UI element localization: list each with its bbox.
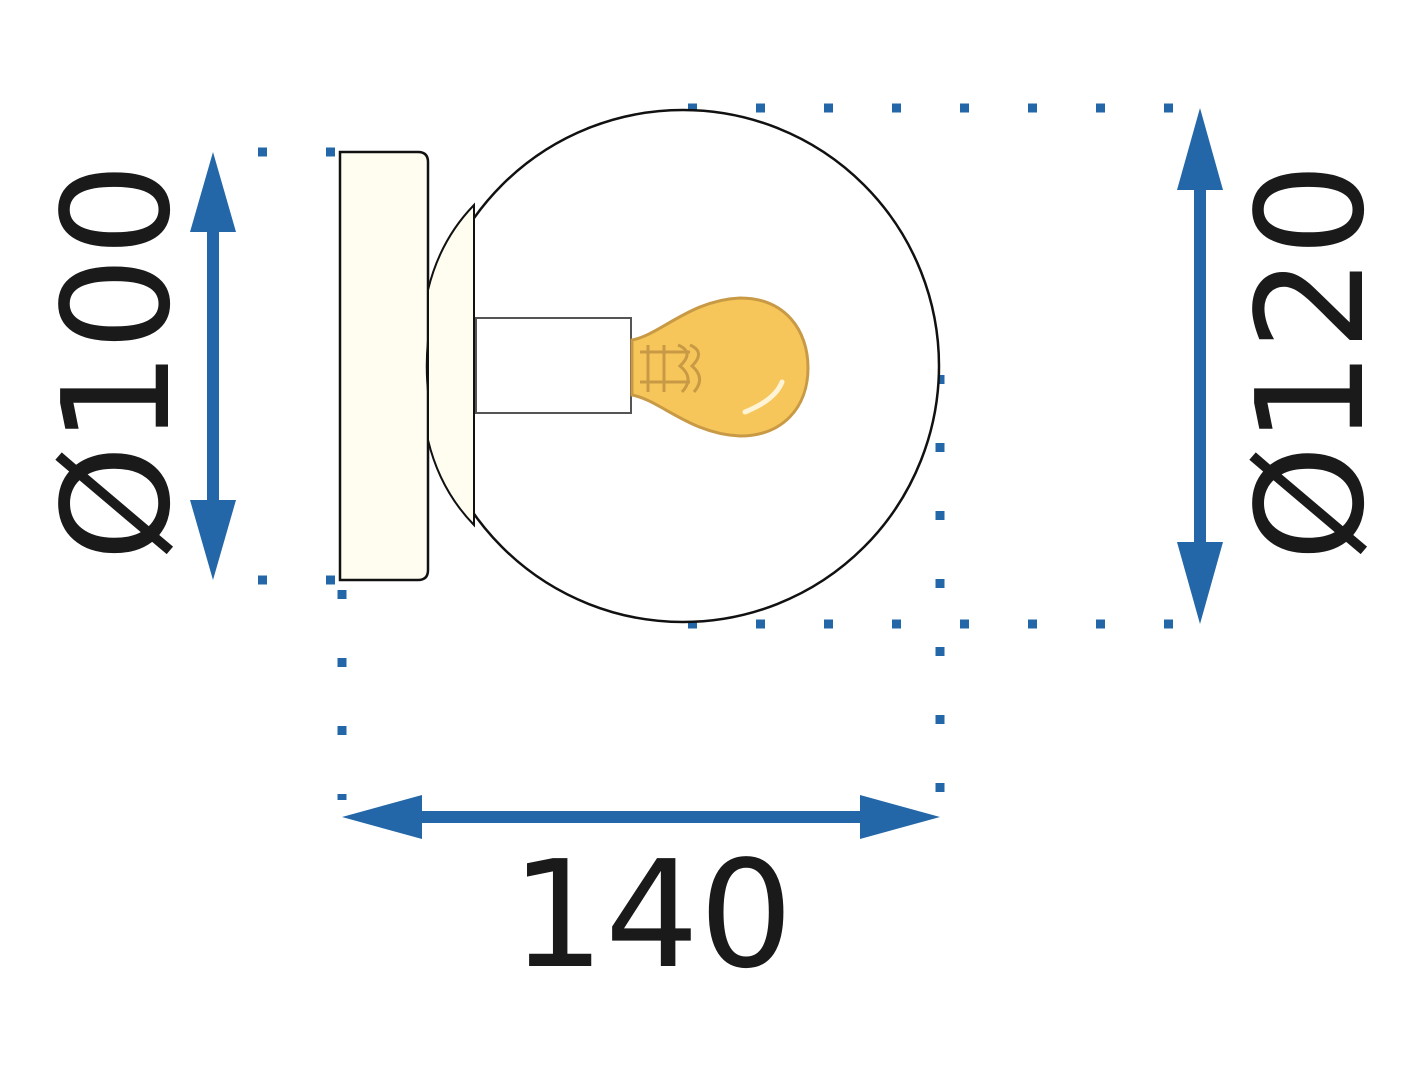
backplate (338, 150, 430, 582)
globe-diameter-label: Ø120 (1225, 163, 1397, 562)
depth-label: 140 (511, 829, 794, 1001)
backplate-diameter-label: Ø100 (31, 163, 203, 562)
globe-diameter-arrow (1177, 108, 1223, 624)
globe-collar (427, 202, 475, 528)
lamp-socket (475, 317, 632, 414)
bulb-filament (640, 343, 701, 394)
extension-lines (258, 103, 1200, 800)
bulb-icon (630, 296, 810, 438)
bulb-highlight (742, 379, 785, 415)
backplate-diameter-arrow (190, 152, 236, 580)
dimension-arrows (190, 108, 1223, 839)
depth-arrow (342, 795, 940, 839)
